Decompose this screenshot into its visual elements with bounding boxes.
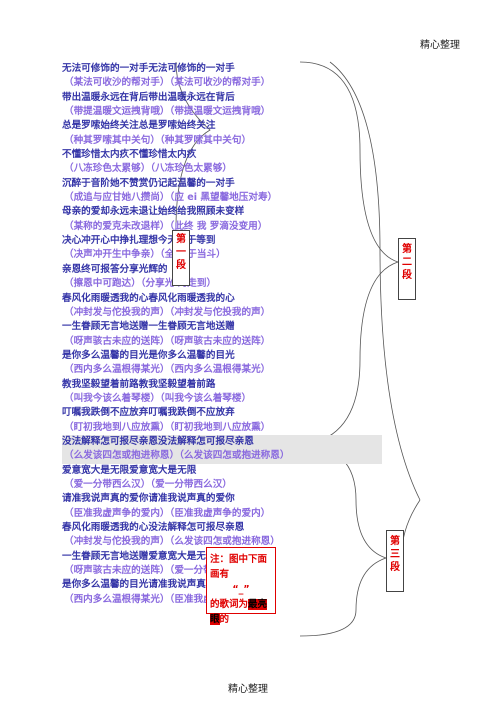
lyrics-block: 无法可修饰的一对手无法可修饰的一对手 （某法可收沙的帮对手）（某法可收沙的帮对手）… [62,62,382,607]
lyric-line: 一生眷顾无言地送赠一生眷顾无言地送赠 [62,321,235,333]
pinyin-line: （决声冲开生中争亲）（全型 于当斗） [64,249,226,261]
pinyin-line: （西内多么温根得某光）（臣准我虚声争的爱内） [64,593,271,605]
lyric-line: 沉醉于音阶她不赞赏仍记起温馨的一对手 [62,177,235,189]
section-two-label: 第二段 [398,238,416,300]
pinyin-line: （种其罗嗦其中关句）（种其罗嗦其中关句） [64,134,252,146]
pinyin-line: （冲封发与佗投我的声）（么发该四怎或抱进称恩） [64,536,280,548]
lyric-line: 教我坚毅望着前路教我坚毅望着前路 [62,378,216,390]
annotation-note: 注：图中下面画有 “_” 的歌词为最亮眼的 [206,547,276,625]
lyric-line: 是你多么温馨的目光请准我说声真的爱你 [62,579,235,591]
lyric-line: 一生眷顾无言地送赠爱意宽大是无限 [62,550,216,562]
bracket-section-two [299,61,400,446]
pinyin-line: （臣准我虚声争的爱内）（臣准我虚声争的爱内） [64,507,271,519]
lyric-line: 不懂珍惜太内疚不懂珍惜太内疚 [62,149,197,161]
pinyin-line: （带提温暖文运拽背哦）（带提温暖文运拽背哦） [64,106,271,118]
lyric-line: 叮嘱我跌倒不应放弃叮嘱我跌倒不应放弃 [62,407,235,419]
pinyin-line: （呀声骇古未应的送阵）（爱一分带西么汉） [64,565,252,577]
page-footer: 精心整理 [228,684,268,695]
pinyin-line: （某称的爱克未改退样）（此终 我 罗滴没变用） [64,220,268,232]
bracket-to-box-three [401,499,421,561]
pinyin-line: （擦恩中可跑达）（分享光 的走到） [64,278,217,290]
lyric-line: 请准我说声真的爱你请准我说声真的爱你 [62,493,235,505]
lyric-line: 春风化雨暖透我的心春风化雨暖透我的心 [62,292,235,304]
lyric-line: 亲恩终可报答分享光辉的 [62,263,168,275]
pinyin-line: （冲封发与佗投我的声）（冲封发与佗投我的声） [64,306,271,318]
note-line-3a: 的歌词为 [210,599,249,610]
pinyin-line: （盯初我地到八应放熏）（盯初我地到八应放熏） [64,421,271,433]
note-line-2: “_” [232,584,250,595]
lyric-line: 春风化雨暖透我的心没法解释怎可报尽亲恩 [62,522,245,533]
pinyin-line: （么发该四怎或抱进称恩）（么发该四怎或抱进称恩） [62,449,382,464]
lyric-line: 无法可修饰的一对手无法可修饰的一对手 [62,63,235,74]
note-line-3c: 的 [219,614,230,625]
pinyin-line: （西内多么温根得某光）（西内多么温根得某光） [64,364,271,376]
lyric-line: 带出温暖永远在背后带出温暖永远在背后 [62,91,235,103]
pinyin-line: （成追与应甘她八攒尚）（应 ei 黑望馨地压对寿） [64,192,278,204]
bracket-section-three [299,444,388,637]
lyric-line: 没法解释怎可报尽亲恩没法解释怎可报尽亲恩 [62,434,382,450]
bracket-section-one [175,61,211,229]
pinyin-line: （八冻珍色太累够）（八冻珍色太累够） [64,163,232,175]
lyric-line: 总是罗嗦始终关注总是罗嗦始终关注 [62,120,216,132]
bracket-outer [329,61,421,501]
pinyin-line: （爱一分带西么汉）（爱一分带西么汉） [64,478,232,490]
section-one-label: 第一段 [172,230,190,286]
lyric-line: 爱意宽大是无限爱意宽大是无限 [62,464,197,476]
lyric-line: 是你多么温馨的目光是你多么温馨的目光 [62,349,235,361]
section-three-label: 第三段 [386,530,404,592]
pinyin-line: （某法可收沙的帮对手）（某法可收沙的帮对手） [64,77,271,89]
lyric-line: 母亲的爱却永远未退让始终给我照顾未变样 [62,206,245,218]
note-line-1: 注：图中下面画有 [210,554,268,580]
pinyin-line: （呀声骇古未应的送阵）（呀声骇古未应的送阵） [64,335,271,347]
pinyin-line: （叫我今该么着琴楼）（叫我今该么着琴楼） [64,392,252,404]
page-header: 精心整理 [420,40,460,51]
lyric-line: 决心冲开心中挣扎理想今天终于等到 [62,235,216,247]
